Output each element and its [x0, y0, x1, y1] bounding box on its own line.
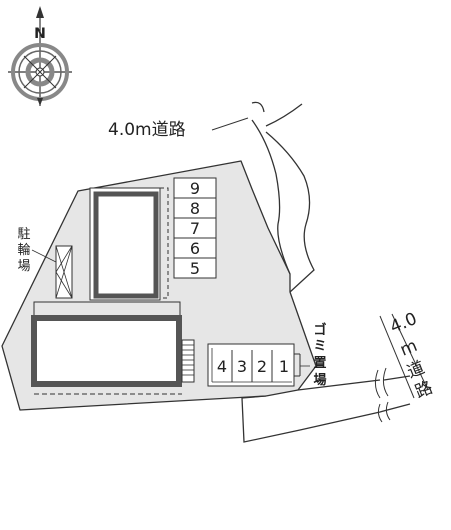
compass-icon: N: [8, 6, 72, 106]
road-right-label: 4.0 m 道 路: [387, 309, 435, 403]
garbage-area-label-char: 場: [313, 372, 326, 388]
parking-space-number: 3: [237, 357, 247, 376]
road-right-label-part: 4.0: [387, 309, 420, 338]
parking-space-number: 1: [279, 357, 289, 376]
road-top: [211, 101, 315, 293]
bicycle-parking: [55, 245, 73, 299]
road-right-label-part: 路: [412, 378, 435, 403]
garbage-area-label-char: ミ: [313, 339, 326, 354]
parking-space-number: 8: [190, 199, 200, 218]
parking-space-number: 6: [190, 239, 200, 258]
building-upper: [93, 191, 159, 299]
bicycle-parking-label-char: 場: [17, 259, 30, 274]
building-lower: [31, 315, 182, 387]
parking-space: [173, 257, 217, 279]
garbage-area-label-char: ゴ: [313, 322, 326, 338]
parking-upper: 9 8 7 6 5: [173, 177, 217, 279]
road-right-label-part: 道: [404, 358, 427, 383]
road-top-label: 4.0m道路: [108, 120, 186, 140]
parking-lower: 4 3 2 1: [207, 343, 295, 387]
parking-space-number: 2: [257, 357, 267, 376]
road-right-label-part: m: [397, 336, 420, 361]
parking-space-number: 7: [190, 219, 200, 238]
garbage-area: [294, 353, 310, 377]
bicycle-parking-label-char: 輪: [17, 242, 30, 258]
parking-space-number: 5: [190, 259, 200, 278]
road-right: [241, 313, 429, 443]
bicycle-parking-label: 駐 輪 場: [17, 227, 30, 274]
parking-space-number: 4: [217, 357, 227, 376]
bicycle-parking-label-char: 駐: [17, 227, 30, 242]
stairs: [181, 339, 195, 383]
garbage-area-label: ゴ ミ 置 場: [313, 322, 326, 388]
garbage-area-label-char: 置: [313, 356, 326, 371]
parking-space-number: 9: [190, 179, 200, 198]
